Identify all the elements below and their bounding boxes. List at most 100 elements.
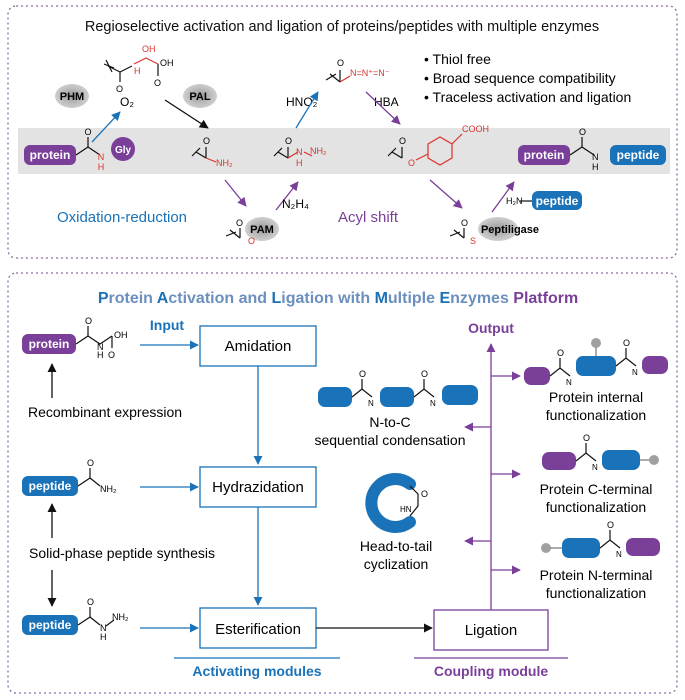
platform-title-part: ultiple — [388, 290, 440, 307]
bullet-2: • Broad sequence compatibility — [424, 70, 616, 86]
platform-title-part: P — [98, 290, 109, 307]
svg-text:PAM: PAM — [250, 224, 274, 236]
svg-text:O: O — [203, 136, 210, 146]
svg-text:O: O — [236, 218, 243, 228]
nc-label-2: sequential condensation — [314, 432, 465, 448]
arrow-oxidation — [91, 111, 121, 143]
svg-text:PHM: PHM — [60, 91, 84, 103]
svg-text:N: N — [566, 378, 572, 387]
svg-text:peptide: peptide — [617, 148, 660, 162]
svg-text:O: O — [85, 316, 92, 326]
coupling-module-label: Coupling module — [434, 663, 549, 679]
svg-text:H: H — [100, 632, 107, 642]
top-panel-border — [7, 5, 678, 259]
feature-bullets: • Thiol free • Broad sequence compatibil… — [424, 51, 631, 105]
hno2-label: HNO₂ — [286, 95, 318, 109]
amidation-box: Amidation — [199, 325, 317, 367]
cterm-label-2: functionalization — [546, 499, 646, 515]
svg-text:O: O — [421, 489, 428, 499]
svg-text:Amidation: Amidation — [225, 338, 292, 355]
platform-title-part: L — [271, 290, 281, 307]
svg-text:peptide: peptide — [29, 479, 72, 493]
svg-text:protein: protein — [30, 148, 71, 162]
svg-text:protein: protein — [524, 148, 565, 162]
svg-text:H: H — [134, 66, 141, 76]
svg-text:O: O — [607, 520, 614, 530]
platform-title-part: Platform — [513, 290, 578, 307]
svg-text:O: O — [421, 369, 428, 379]
n2h4-label: N₂H₄ — [282, 197, 309, 211]
platform-title-part: igation with — [281, 290, 374, 307]
pam-enzyme-icon: PAM — [245, 217, 279, 241]
svg-text:O: O — [87, 597, 94, 607]
svg-text:N: N — [616, 550, 622, 559]
svg-text:N: N — [97, 342, 104, 352]
arrow-to-peptiligase — [429, 179, 463, 209]
cyclization-graphic: O HN — [365, 473, 428, 533]
svg-text:Hydrazidation: Hydrazidation — [212, 479, 304, 496]
svg-text:O: O — [248, 236, 255, 246]
svg-text:Peptiligase: Peptiligase — [481, 224, 539, 236]
svg-text:NH₂: NH₂ — [310, 146, 327, 156]
arrow-hno2 — [295, 91, 319, 129]
input-label: Input — [150, 317, 185, 333]
pal-enzyme-icon: PAL — [183, 84, 217, 108]
svg-text:O: O — [399, 136, 406, 146]
internal-label-2: functionalization — [546, 407, 646, 423]
svg-text:N: N — [592, 152, 599, 162]
svg-text:N: N — [368, 399, 374, 408]
internal-label-1: Protein internal — [549, 389, 643, 405]
svg-text:PAL: PAL — [189, 91, 210, 103]
arrow-from-pam — [275, 181, 299, 211]
svg-text:O: O — [557, 348, 564, 358]
svg-text:O: O — [461, 218, 468, 228]
svg-text:O: O — [87, 458, 94, 468]
arrow-to-pam — [224, 179, 247, 207]
arrow-pal — [164, 99, 209, 129]
svg-text:NH₂: NH₂ — [112, 612, 129, 622]
svg-text:OH: OH — [160, 58, 174, 68]
svg-text:O: O — [285, 136, 292, 146]
peptide-amide-input: peptide O NH₂ — [22, 458, 117, 496]
svg-text:O: O — [154, 78, 161, 88]
svg-text:O: O — [408, 158, 415, 168]
platform-title-part: ctivation and — [168, 290, 271, 307]
recombinant-expression-label: Recombinant expression — [28, 404, 182, 420]
svg-text:H: H — [296, 158, 303, 168]
svg-text:H₂N: H₂N — [506, 196, 523, 206]
svg-text:N: N — [100, 623, 107, 633]
svg-text:OH: OH — [142, 44, 156, 54]
peptiligase-thioester: O S — [449, 218, 476, 246]
label-oxidation-reduction: Oxidation-reduction — [57, 209, 187, 226]
nc-condensation-graphic: O N O N — [318, 369, 478, 408]
svg-text:O: O — [579, 127, 586, 137]
svg-text:COOH: COOH — [462, 124, 489, 134]
cterm-functionalization-graphic: O N — [542, 433, 659, 472]
peptiligase-enzyme-icon: Peptiligase — [478, 217, 539, 241]
pam-ester-intermediate: O O — [225, 218, 255, 246]
internal-functionalization-graphic: O N O N — [524, 338, 668, 387]
ligation-box: Ligation — [433, 609, 549, 651]
cterm-label-1: Protein C-terminal — [540, 481, 653, 497]
protein-gly-substrate: protein O N H Gly — [24, 127, 135, 172]
svg-text:O: O — [116, 84, 123, 94]
arrow-from-peptiligase — [491, 181, 515, 213]
svg-text:O: O — [583, 433, 590, 443]
nterm-label-2: functionalization — [546, 585, 646, 601]
activating-modules-label: Activating modules — [192, 663, 321, 679]
svg-text:Gly: Gly — [115, 145, 132, 156]
svg-text:N: N — [296, 147, 303, 157]
svg-text:peptide: peptide — [29, 618, 72, 632]
svg-text:H: H — [97, 350, 104, 360]
nterm-functionalization-graphic: O N — [541, 520, 660, 559]
bullet-1: • Thiol free — [424, 51, 491, 67]
ligated-product: protein O N H peptide — [518, 127, 666, 172]
platform-title-part: M — [375, 290, 388, 307]
platform-title-part: A — [157, 290, 169, 307]
bottom-panel-border — [7, 272, 678, 694]
svg-text:HN: HN — [400, 505, 412, 514]
svg-text:Esterification: Esterification — [215, 621, 301, 638]
ht-label-2: cyclization — [364, 556, 429, 572]
platform-title-part: nzymes — [450, 290, 513, 307]
